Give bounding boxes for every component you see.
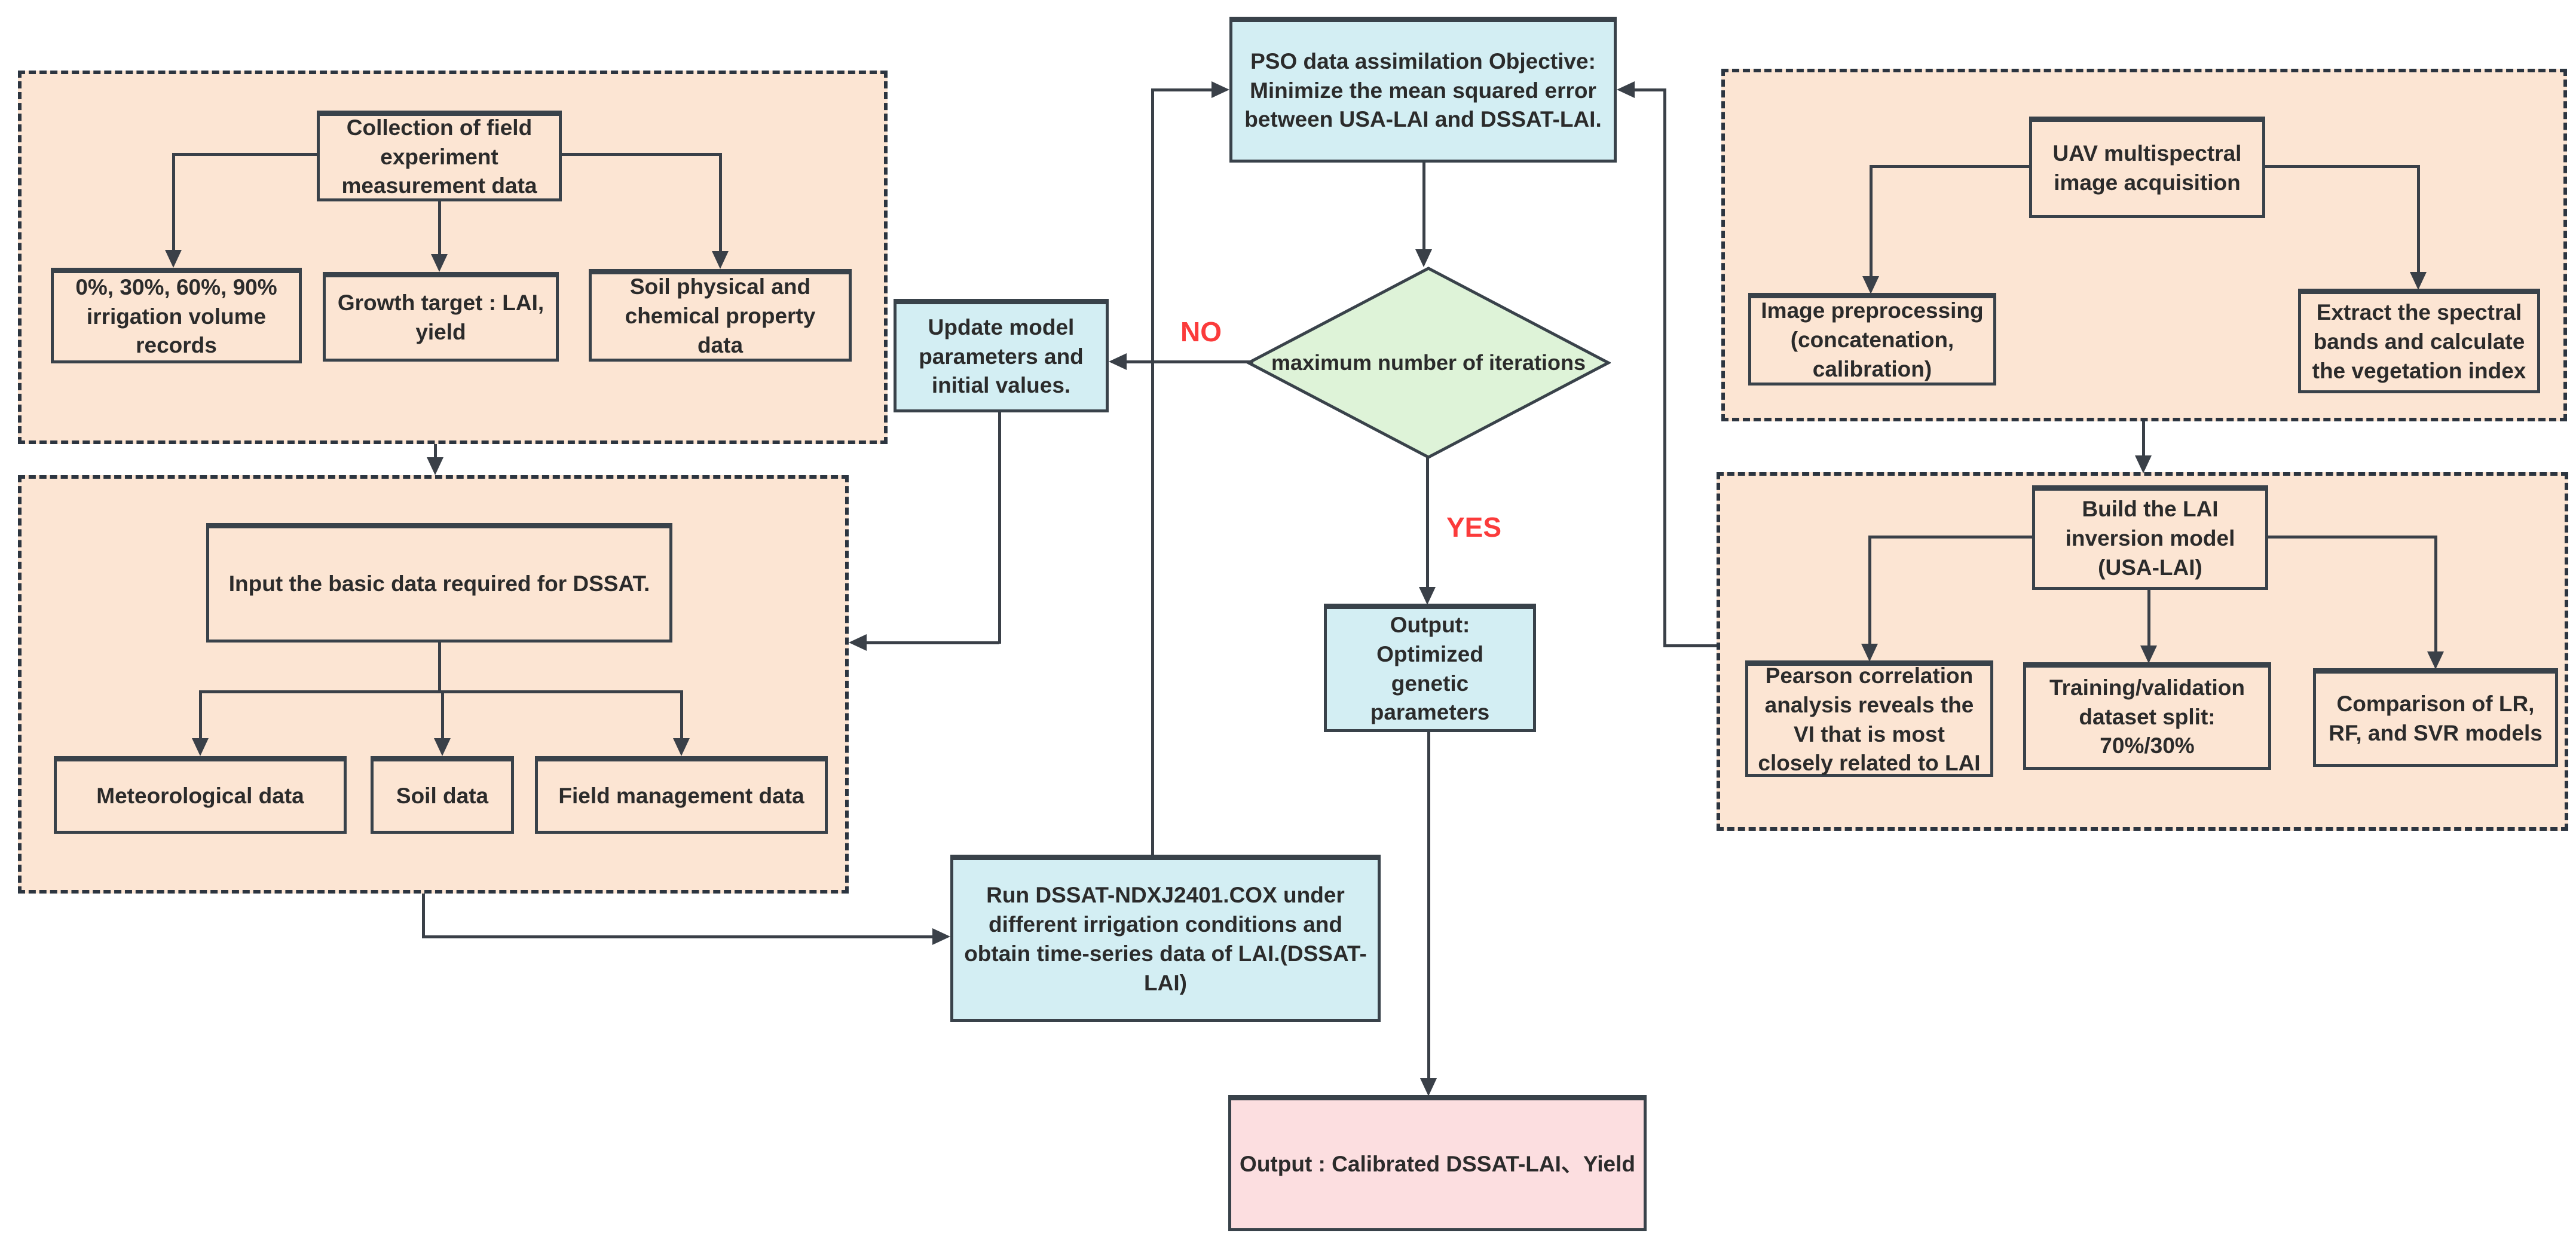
edge-input-stem — [438, 643, 441, 692]
node-meteorological: Meteorological data — [54, 756, 347, 834]
node-irrigation-records: 0%, 30%, 60%, 90% irrigation volume reco… — [51, 268, 302, 363]
edge-uav-right-h — [2265, 165, 2419, 168]
edge-run-to-pso-h — [1151, 88, 1211, 91]
edge-pso-to-diamond — [1422, 163, 1425, 249]
branch-label-no: NO — [1180, 316, 1222, 347]
node-extract-bands: Extract the spectral bands and calculate… — [2298, 289, 2540, 393]
edge-group1-to-group2 — [434, 444, 437, 458]
node-dataset-split: Training/validation dataset split: 70%/3… — [2023, 662, 2271, 770]
edge-group3-to-group4 — [2142, 421, 2145, 455]
arrow-to-pearson — [1861, 644, 1878, 662]
arrow-to-growth — [431, 254, 448, 272]
edge-build-right-h — [2268, 536, 2437, 539]
edge-optimized-to-calibrated — [1427, 732, 1430, 1078]
edge-build-to-split — [2147, 590, 2150, 645]
edge-build-left-h — [1868, 536, 2032, 539]
arrow-to-extract — [2410, 272, 2427, 290]
node-pso-objective: PSO data assimilation Objective: Minimiz… — [1229, 17, 1617, 163]
node-soil-data: Soil data — [371, 756, 514, 834]
edge-collection-to-growth — [438, 201, 441, 255]
edge-input-to-fieldmgmt — [680, 690, 683, 739]
arrow-to-irrigation — [165, 250, 182, 268]
arrow-pso-to-diamond — [1415, 249, 1432, 267]
node-output-optimized: Output: Optimized genetic parameters — [1324, 604, 1536, 732]
arrow-to-met — [192, 738, 209, 756]
node-update-parameters: Update model parameters and initial valu… — [894, 299, 1109, 412]
edge-uav-to-preprocessing — [1870, 165, 1873, 276]
arrow-no-to-update — [1109, 353, 1127, 370]
branch-label-yes: YES — [1446, 512, 1502, 543]
decision-label: maximum number of iterations — [1271, 350, 1586, 375]
node-build-lai-model: Build the LAI inversion model (USA-LAI) — [2032, 485, 2268, 590]
arrow-group3-to-group4 — [2135, 455, 2152, 473]
arrow-to-split — [2140, 645, 2157, 663]
arrow-to-fieldmgmt — [673, 738, 690, 756]
node-soil-property: Soil physical and chemical property data — [589, 269, 852, 362]
edge-collection-left-h — [172, 153, 317, 156]
edge-group2-down-v — [422, 894, 425, 938]
arrow-group4-to-pso — [1617, 81, 1635, 98]
edge-input-to-met — [199, 690, 202, 739]
arrow-update-to-group2 — [849, 634, 867, 651]
node-growth-target: Growth target : LAI, yield — [323, 272, 559, 362]
node-image-preprocessing: Image preprocessing (concatenation, cali… — [1748, 293, 1996, 386]
decision-max-iterations: maximum number of iterations — [1246, 266, 1611, 460]
edge-update-down-v — [998, 412, 1001, 644]
arrow-group2-to-run — [932, 928, 950, 945]
edge-yes-v — [1426, 455, 1429, 587]
arrow-to-soil — [434, 738, 451, 756]
edge-group4-to-pso-h — [1623, 88, 1665, 91]
arrow-to-soilprop — [712, 251, 729, 269]
node-model-comparison: Comparison of LR, RF, and SVR models — [2313, 668, 2558, 767]
edge-collection-right-h — [562, 153, 721, 156]
arrow-to-calibrated — [1420, 1078, 1437, 1096]
edge-input-distribution-h — [199, 690, 681, 693]
edge-update-left-h — [867, 641, 999, 644]
arrow-yes-to-output — [1419, 587, 1436, 605]
edge-group2-to-run-h — [422, 935, 932, 938]
arrow-to-comparison — [2427, 651, 2444, 669]
arrow-to-preprocessing — [1862, 276, 1879, 294]
edge-uav-to-extract — [2417, 165, 2420, 272]
edge-collection-to-irrigation — [172, 153, 175, 251]
node-collection: Collection of field experiment measureme… — [317, 111, 562, 201]
node-field-management: Field management data — [535, 756, 828, 834]
node-output-calibrated: Output : Calibrated DSSAT-LAI、Yield — [1228, 1095, 1647, 1231]
edge-collection-to-soilprop — [719, 153, 722, 252]
arrow-group1-to-group2 — [427, 457, 443, 475]
edge-group4-to-pso-v — [1663, 88, 1666, 647]
node-uav-acquisition: UAV multispectral image acquisition — [2029, 117, 2265, 218]
edge-input-to-soil — [441, 690, 444, 739]
arrow-run-to-pso — [1211, 81, 1229, 98]
node-run-dssat: Run DSSAT-NDXJ2401.COX under different i… — [950, 855, 1381, 1022]
edge-build-to-pearson — [1868, 536, 1871, 644]
node-input-basic: Input the basic data required for DSSAT. — [206, 523, 672, 643]
edge-group4-out-h — [1665, 644, 1717, 647]
edge-build-to-comparison — [2434, 536, 2437, 651]
edge-uav-left-h — [1870, 165, 2029, 168]
edge-no-h — [1127, 360, 1253, 363]
edge-run-to-pso-v — [1151, 88, 1154, 855]
node-pearson: Pearson correlation analysis reveals the… — [1745, 660, 1993, 777]
